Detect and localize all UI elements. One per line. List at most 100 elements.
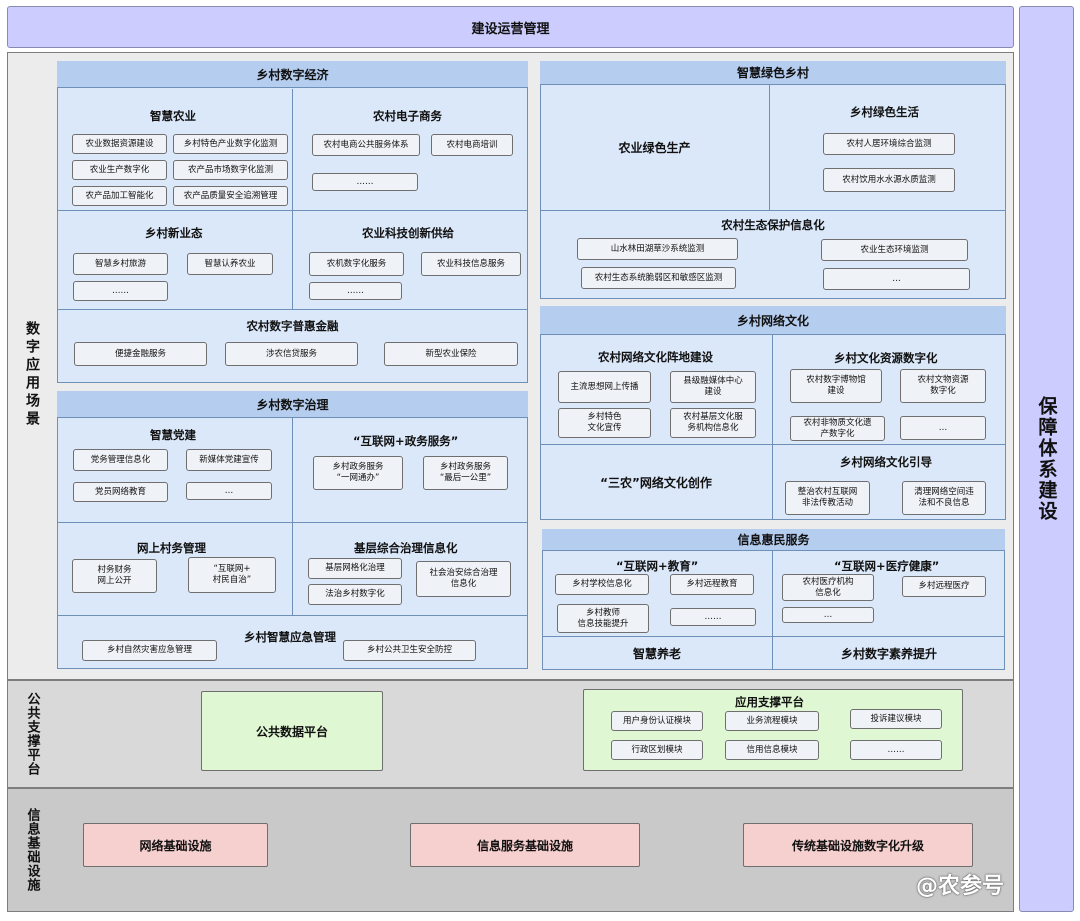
eco-protect-title: 农村生态保护信息化 — [721, 218, 825, 232]
divider — [540, 444, 1006, 445]
smart-elderly-care: 智慧养老 — [632, 647, 681, 661]
ecommerce-item: …… — [312, 173, 418, 191]
finance-item: 便捷金融服务 — [74, 342, 207, 366]
grassroots-item: 法治乡村数字化 — [308, 584, 402, 605]
culture-positions-item: 主流思想网上传播 — [558, 371, 651, 403]
gov-service-item: 乡村政务服务 “最后一公里” — [423, 456, 508, 490]
divider — [769, 85, 770, 210]
tech-item: 农业科技信息服务 — [421, 252, 521, 276]
culture-positions-item: 县级融媒体中心 建设 — [670, 371, 756, 403]
info-benefit-section — [542, 529, 1005, 670]
ecommerce-item: 农村电商培训 — [431, 134, 513, 156]
village-affairs-title: 网上村务管理 — [137, 541, 206, 555]
divider — [542, 636, 1005, 637]
party-building-title: 智慧党建 — [150, 428, 196, 442]
network-infrastructure: 网络基础设施 — [83, 823, 268, 867]
eco-item: … — [823, 268, 970, 290]
health-item: 农村医疗机构 信息化 — [782, 574, 874, 601]
traditional-infra-upgrade: 传统基础设施数字化升级 — [743, 823, 973, 867]
emergency-item: 乡村公共卫生安全防控 — [343, 640, 476, 661]
ecommerce-title: 农村电子商务 — [373, 109, 442, 123]
new-biz-item: …… — [73, 281, 168, 301]
smart-agri-item: 农产品市场数字化监测 — [173, 160, 288, 180]
divider — [57, 309, 528, 310]
divider — [57, 210, 528, 211]
health-item: … — [782, 607, 874, 623]
culture-positions-item: 农村基层文化服 务机构信息化 — [670, 408, 756, 438]
smart-agri-item: 农产品质量安全追溯管理 — [173, 186, 288, 206]
tech-title: 农业科技创新供给 — [362, 226, 454, 240]
party-item: 党员网络教育 — [73, 482, 168, 502]
smart-agri-item: 农产品加工智能化 — [72, 186, 167, 206]
culture-guidance-item: 整治农村互联网 非法传教活动 — [785, 481, 870, 515]
app-support-item: 信用信息模块 — [725, 740, 819, 760]
app-support-item: …… — [850, 740, 942, 760]
divider — [772, 551, 773, 670]
education-item: 乡村教师 信息技能提升 — [557, 604, 649, 633]
info-benefit-title: 信息惠民服务 — [542, 529, 1005, 551]
village-affairs-item: “互联网+ 村民自治” — [188, 557, 276, 593]
digital-literacy: 乡村数字素养提升 — [840, 647, 937, 661]
party-item: 党务管理信息化 — [73, 449, 168, 471]
green-village-title: 智慧绿色乡村 — [540, 61, 1006, 85]
grassroots-title: 基层综合治理信息化 — [354, 541, 458, 555]
education-item: …… — [670, 608, 756, 626]
emergency-item: 乡村自然灾害应急管理 — [82, 640, 217, 661]
culture-resources-item: 农村文物资源 数字化 — [900, 369, 986, 403]
app-support-item: 行政区划模块 — [611, 740, 703, 760]
app-support-item: 业务流程模块 — [725, 711, 819, 731]
governance-title: 乡村数字治理 — [57, 391, 528, 418]
eco-item: 山水林田湖草沙系统监测 — [577, 238, 738, 260]
culture-resources-item: … — [900, 416, 986, 440]
smart-agri-item: 农业数据资源建设 — [72, 134, 167, 154]
new-biz-item: 智慧认养农业 — [187, 253, 273, 275]
finance-item: 新型农业保险 — [384, 342, 518, 366]
health-title: “互联网+医疗健康” — [834, 559, 940, 573]
grassroots-item: 社会治安综合治理 信息化 — [416, 561, 511, 597]
tech-item: …… — [309, 282, 402, 300]
guarantee-system-bar: 保障体系建设 — [1019, 6, 1074, 912]
smart-agri-item: 乡村特色产业数字化监测 — [173, 134, 288, 154]
divider — [772, 335, 773, 520]
public-data-platform: 公共数据平台 — [201, 691, 383, 771]
green-life-title: 乡村绿色生活 — [850, 105, 919, 119]
education-item: 乡村远程教育 — [670, 574, 754, 595]
eco-item: 农村生态系统脆弱区和敏感区监测 — [581, 267, 736, 289]
ecommerce-item: 农村电商公共服务体系 — [312, 134, 420, 156]
gov-service-item: 乡村政务服务 “一网通办” — [313, 456, 403, 490]
culture-resources-item: 农村数字博物馆 建设 — [790, 369, 882, 403]
divider — [292, 89, 293, 309]
party-item: 新媒体党建宣传 — [186, 449, 272, 471]
finance-item: 涉农信贷服务 — [225, 342, 358, 366]
smart-agri-title: 智慧农业 — [150, 109, 196, 123]
grassroots-item: 基层网格化治理 — [308, 558, 402, 579]
digital-economy-title: 乡村数字经济 — [57, 61, 528, 88]
sannong-creation: “三农”网络文化创作 — [600, 476, 712, 490]
layer-label-infrastructure: 信息基础设施 — [24, 808, 40, 892]
layer-label-application: 数字应用场景 — [24, 321, 40, 429]
new-biz-title: 乡村新业态 — [145, 226, 203, 240]
green-life-item: 农村饮用水水源水质监测 — [823, 168, 955, 192]
culture-guidance-title: 乡村网络文化引导 — [840, 455, 932, 469]
green-production: 农业绿色生产 — [618, 141, 691, 155]
network-culture-title: 乡村网络文化 — [540, 306, 1006, 335]
village-affairs-item: 村务财务 网上公开 — [72, 559, 157, 593]
new-biz-item: 智慧乡村旅游 — [73, 253, 168, 275]
construction-operation-management-bar: 建设运营管理 — [7, 6, 1014, 48]
education-title: “互联网+教育” — [616, 559, 699, 573]
emergency-title: 乡村智慧应急管理 — [244, 630, 336, 644]
green-life-item: 农村人居环境综合监测 — [823, 133, 955, 155]
gov-service-title: “互联网+政务服务” — [353, 434, 459, 448]
app-support-title: 应用支撑平台 — [735, 695, 804, 709]
culture-guidance-item: 清理网络空间违 法和不良信息 — [902, 481, 986, 515]
info-service-infrastructure: 信息服务基础设施 — [410, 823, 640, 867]
app-support-item: 投诉建议模块 — [850, 709, 942, 729]
layer-label-public: 公共支撑平台 — [24, 692, 40, 776]
health-item: 乡村远程医疗 — [902, 576, 986, 597]
culture-positions-item: 乡村特色 文化宣传 — [558, 408, 651, 438]
culture-positions-title: 农村网络文化阵地建设 — [598, 350, 713, 364]
tech-item: 农机数字化服务 — [309, 252, 404, 276]
divider — [292, 418, 293, 615]
culture-resources-item: 农村非物质文化遗 产数字化 — [790, 416, 885, 441]
smart-agri-item: 农业生产数字化 — [72, 160, 167, 180]
